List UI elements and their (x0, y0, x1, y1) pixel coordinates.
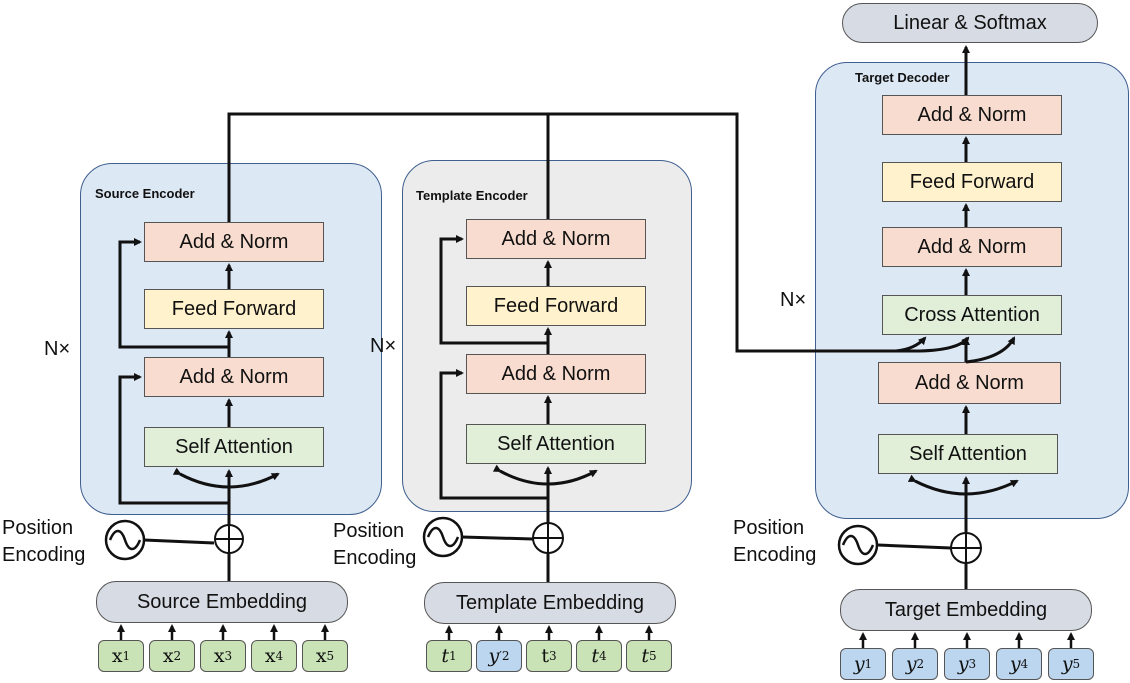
circled-plus-icon (532, 522, 564, 554)
circled-plus-icon (214, 524, 244, 554)
target-cross-attention: Cross Attention (882, 295, 1062, 335)
token-subscript: 2 (173, 649, 182, 663)
token-symbol: y (853, 653, 865, 675)
circled-plus-icon (950, 532, 982, 564)
sine-wave-icon (422, 516, 464, 558)
token-subscript: 5 (326, 649, 335, 663)
template-position-encoding-label: Position Encoding (333, 518, 416, 572)
token-subscript: 3 (224, 649, 233, 663)
token-symbol: y (488, 645, 500, 667)
token-symbol: x (315, 645, 327, 667)
source-pe-link (143, 538, 215, 545)
token-subscript: 3 (968, 657, 977, 671)
source-feed-forward: Feed Forward (144, 289, 324, 329)
target-self-attention: Self Attention (878, 434, 1058, 474)
template-self-attention: Self Attention (466, 424, 646, 464)
source-position-word: Position (2, 517, 74, 539)
token-subscript: 4 (599, 649, 607, 663)
template-add-norm-bottom: Add & Norm (466, 354, 646, 394)
token-symbol: x (213, 645, 225, 667)
template-token-2: y′2 (476, 640, 522, 672)
source-repeat-label: N× (44, 338, 71, 360)
token-subscript: 4 (275, 649, 284, 663)
token-symbol: x (264, 645, 276, 667)
token-subscript: 2 (916, 657, 925, 671)
source-embedding: Source Embedding (96, 581, 348, 623)
token-symbol: t (541, 645, 549, 667)
token-symbol: y (1061, 653, 1073, 675)
source-position-encoding-label: Position Encoding (2, 515, 85, 569)
token-subscript: 5 (1072, 657, 1081, 671)
template-embedding: Template Embedding (424, 582, 676, 624)
source-self-attention: Self Attention (144, 427, 324, 467)
token-symbol: x (162, 645, 174, 667)
target-pe-link (877, 543, 952, 550)
template-encoder-connectors (439, 114, 598, 582)
target-add-norm-mid: Add & Norm (882, 227, 1062, 267)
target-embedding: Target Embedding (840, 589, 1092, 631)
template-encoder-title: Template Encoder (416, 188, 528, 203)
token-subscript: 1 (449, 649, 457, 663)
token-symbol: t (591, 645, 599, 667)
token-subscript: 1 (864, 657, 873, 671)
template-add-norm-top: Add & Norm (466, 219, 646, 259)
token-symbol: t (641, 645, 649, 667)
target-add-norm-bottom: Add & Norm (878, 362, 1061, 404)
token-subscript: 2 (501, 649, 510, 663)
token-symbol: t (441, 645, 449, 667)
template-position-word: Position (333, 520, 405, 542)
target-add-norm-top: Add & Norm (882, 95, 1062, 135)
token-arrows (117, 624, 1075, 648)
token-prime: ′ (499, 649, 502, 663)
source-encoder-connectors (118, 112, 920, 581)
token-subscript: 4 (1020, 657, 1029, 671)
target-decoder-connectors (895, 45, 1019, 589)
token-symbol: y (1009, 653, 1021, 675)
token-symbol: x (111, 645, 123, 667)
template-repeat-label: N× (370, 335, 397, 357)
target-encoding-word: Encoding (733, 544, 817, 566)
template-encoding-word: Encoding (333, 547, 417, 569)
token-subscript: 5 (649, 649, 657, 663)
source-add-norm-bottom: Add & Norm (144, 357, 324, 397)
sine-wave-icon (104, 519, 146, 561)
token-symbol: y (905, 653, 917, 675)
token-subscript: 1 (122, 649, 131, 663)
template-pe-link (461, 535, 534, 541)
template-feed-forward: Feed Forward (466, 286, 646, 326)
target-feed-forward: Feed Forward (882, 162, 1062, 202)
target-repeat-label: N× (780, 289, 807, 311)
sine-wave-icon (837, 524, 879, 566)
token-subscript: 3 (549, 649, 557, 663)
target-position-encoding-label: Position Encoding (733, 515, 816, 569)
target-position-word: Position (733, 517, 805, 539)
source-add-norm-top: Add & Norm (144, 222, 324, 262)
source-encoding-word: Encoding (2, 544, 86, 566)
token-symbol: y (957, 653, 969, 675)
source-encoder-title: Source Encoder (95, 186, 195, 201)
target-decoder-title: Target Decoder (855, 70, 950, 85)
linear-softmax-box: Linear & Softmax (842, 3, 1098, 43)
